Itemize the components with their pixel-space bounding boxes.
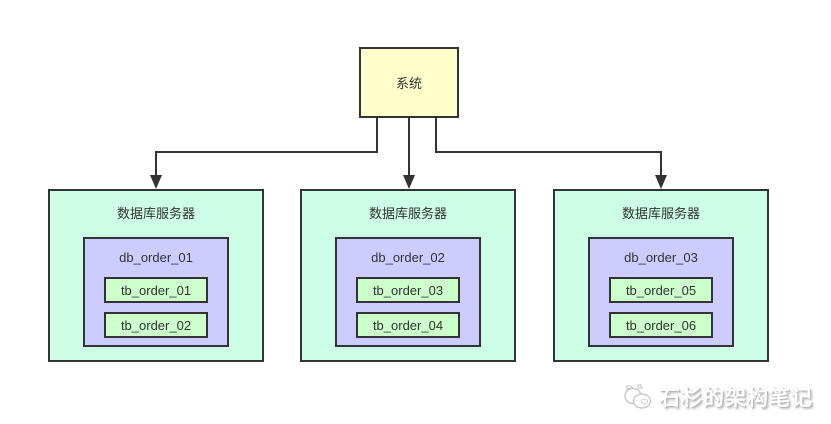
database-node-1: db_order_01 tb_order_01 tb_order_02 xyxy=(83,237,229,347)
connector-right xyxy=(435,118,662,176)
table-node: tb_order_04 xyxy=(356,312,460,338)
table-node: tb_order_06 xyxy=(609,312,713,338)
database-node-2: db_order_02 tb_order_03 tb_order_04 xyxy=(335,237,481,347)
arrowhead-right-icon xyxy=(655,175,667,189)
db-server-label: 数据库服务器 xyxy=(368,206,447,221)
database-label: db_order_03 xyxy=(624,250,698,265)
table-node: tb_order_01 xyxy=(104,277,208,303)
table-node: tb_order_05 xyxy=(609,277,713,303)
arrowhead-middle-icon xyxy=(403,175,415,189)
watermark: 石杉的架构笔记 xyxy=(623,382,813,412)
table-node: tb_order_02 xyxy=(104,312,208,338)
table-node: tb_order_03 xyxy=(356,277,460,303)
watermark-text: 石杉的架构笔记 xyxy=(659,387,813,410)
db-server-node-2: 数据库服务器 db_order_02 tb_order_03 tb_order_… xyxy=(300,189,516,362)
db-server-label: 数据库服务器 xyxy=(116,206,195,221)
database-label: db_order_01 xyxy=(119,250,193,265)
db-server-label: 数据库服务器 xyxy=(621,206,700,221)
connector-left xyxy=(155,118,378,176)
pig-logo-icon xyxy=(624,384,652,409)
db-server-node-3: 数据库服务器 db_order_03 tb_order_05 tb_order_… xyxy=(553,189,769,362)
system-node: 系统 xyxy=(359,47,459,118)
database-node-3: db_order_03 tb_order_05 tb_order_06 xyxy=(588,237,734,347)
database-label: db_order_02 xyxy=(371,250,445,265)
system-label: 系统 xyxy=(395,76,422,91)
db-server-node-1: 数据库服务器 db_order_01 tb_order_01 tb_order_… xyxy=(48,189,264,362)
arrowhead-left-icon xyxy=(150,175,162,189)
